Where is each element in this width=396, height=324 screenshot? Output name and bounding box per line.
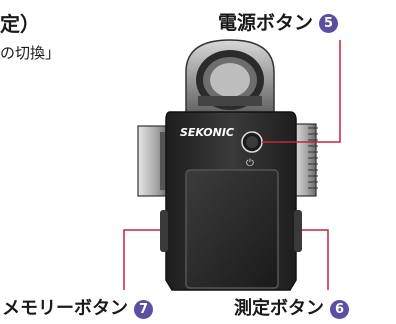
heading-fragment: 定） <box>0 12 40 36</box>
leader-line-measure <box>302 229 329 290</box>
measure-button-label: 測定ボタン 6 <box>234 294 349 320</box>
leader-line-power <box>262 40 341 143</box>
receptor-head <box>185 39 275 119</box>
leader-line-memory <box>123 229 160 290</box>
memory-button-label: メモリーボタン 7 <box>2 294 153 320</box>
memory-button-label-text: メモリーボタン <box>2 298 128 319</box>
power-button-label-text: 電源ボタン <box>218 12 314 34</box>
measure-button[interactable] <box>294 210 302 252</box>
number-badge-6: 6 <box>330 299 349 319</box>
memory-button[interactable] <box>160 210 168 252</box>
subheading-fragment: の切換」 <box>0 44 61 62</box>
left-side-dial <box>137 125 170 197</box>
touch-screen[interactable] <box>185 169 279 289</box>
number-badge-5: 5 <box>319 14 339 33</box>
brand-logo: SEKONIC <box>180 126 234 139</box>
power-button[interactable] <box>241 131 263 153</box>
measure-button-label-text: 測定ボタン <box>234 298 324 319</box>
leader-lines <box>123 40 341 290</box>
number-badge-7: 7 <box>134 299 153 319</box>
power-icon: ⏻ <box>246 158 254 169</box>
power-button-label: 電源ボタン 5 <box>218 8 339 35</box>
